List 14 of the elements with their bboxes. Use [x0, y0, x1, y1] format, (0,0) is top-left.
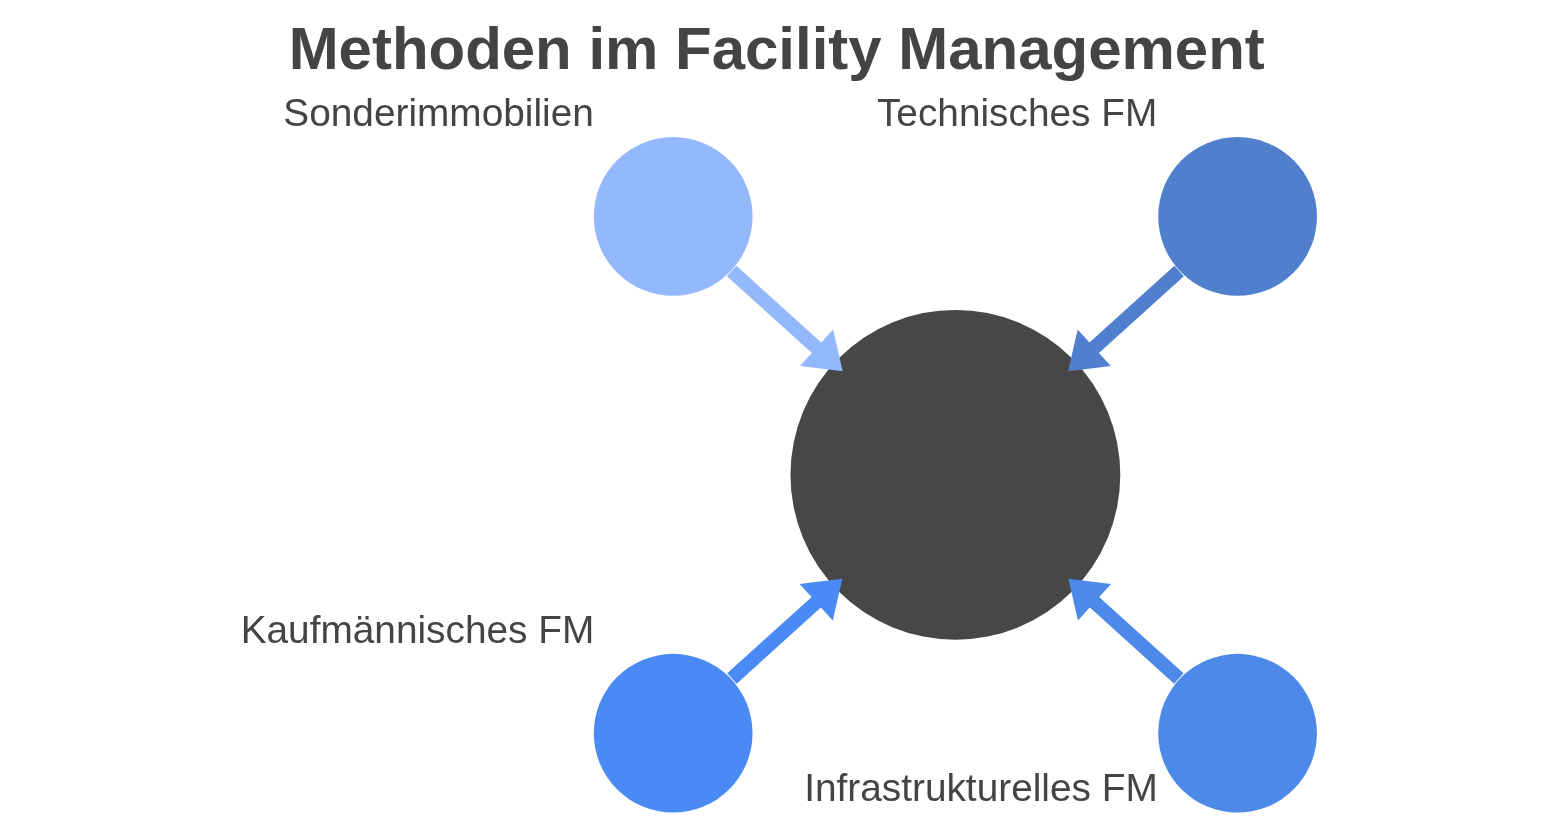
node-circle	[790, 309, 1121, 640]
node-circle	[593, 653, 753, 813]
node-circle	[593, 137, 753, 296]
node-label: Technisches FM	[876, 90, 1158, 134]
node-circle	[1158, 653, 1317, 813]
node-label: Sonderimmobilien	[283, 90, 594, 134]
arrow	[1068, 578, 1184, 684]
diagram-title: Methoden im Facility Management	[288, 14, 1265, 82]
node-label: Kaufmännisches FM	[240, 607, 595, 651]
arrow	[727, 578, 843, 684]
node-label: Infrastrukturelles FM	[804, 766, 1158, 810]
arrow	[726, 265, 843, 372]
node-circle	[1158, 137, 1317, 296]
arrow	[1068, 265, 1184, 372]
